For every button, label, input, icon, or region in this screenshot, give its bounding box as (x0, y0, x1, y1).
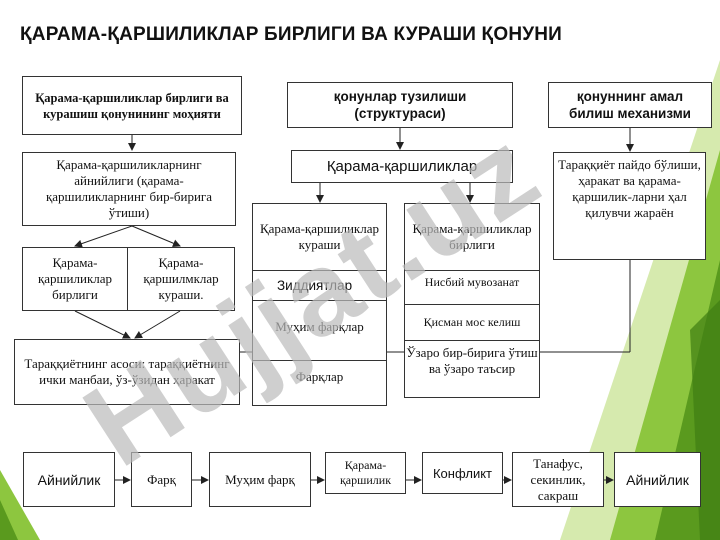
struggle-item: Зиддиятлар (253, 270, 386, 300)
unity-table-head-text: Қарама-қаршиликлар бирлиги (412, 221, 532, 252)
struggle-table: Қарама-қаршиликлар кураши Зиддиятлар Муҳ… (252, 203, 387, 406)
development-basis-box: Тараққиётнинг асоси: тараққиётнинг ички … (14, 339, 240, 405)
bottom-difference-box: Фарқ (131, 452, 192, 507)
bottom-item-text: Қарама-қаршилик (339, 458, 392, 487)
page-title: ҚАРАМА-ҚАРШИЛИКЛАР БИРЛИГИ ВА КУРАШИ ҚОН… (20, 24, 563, 45)
struggle-left-text: Қарама-қаршилмклар кураши. (143, 255, 219, 302)
struggle-table-head: Қарама-қаршиликлар кураши (253, 204, 386, 270)
unity-item-text: Нисбий мувозанат (424, 275, 520, 289)
struggle-item: Муҳим фарқлар (253, 300, 386, 360)
bottom-item-text: Конфликт (432, 465, 493, 481)
mechanism-body-text: Тараққиёт пайдо бўлиши, ҳаракат ва қарам… (558, 157, 701, 220)
development-basis-text: Тараққиётнинг асоси: тараққиётнинг ички … (24, 356, 230, 387)
bottom-item-text: Танафус, секинлик, сакраш (530, 455, 586, 503)
struggle-item: Фарқлар (253, 360, 386, 405)
unity-table-head: Қарама-қаршиликлар бирлиги (405, 204, 539, 270)
unity-item: Қисман мос келиш (405, 304, 539, 340)
unity-left-text: Қарама-қаршиликлар бирлиги (37, 255, 113, 302)
unity-item: Нисбий мувозанат (405, 270, 539, 304)
struggle-item-text: Фарқлар (295, 369, 344, 384)
mechanism-body-box: Тараққиёт пайдо бўлиши, ҳаракат ва қарам… (553, 152, 706, 260)
structure-header-box: қонунлар тузилиши (структураси) (287, 82, 513, 128)
unity-table: Қарама-қаршиликлар бирлиги Нисбий мувоза… (404, 203, 540, 398)
bottom-identity-final-box: Айнийлик (614, 452, 701, 507)
mechanism-header-text: қонуннинг амал билиш механизми (569, 89, 691, 121)
bottom-item-text: Муҳим фарқ (225, 471, 295, 487)
unity-item-text: Ўзаро бир-бирига ўтиш ва ўзаро таъсир (406, 345, 538, 376)
bottom-identity-box: Айнийлик (23, 452, 115, 507)
mechanism-header-box: қонуннинг амал билиш механизми (548, 82, 712, 128)
struggle-table-head-text: Қарама-қаршиликлар кураши (259, 221, 380, 252)
essence-header-text: Қарама-қаршиликлар бирлиги ва курашиш қо… (35, 90, 229, 121)
unity-item-text: Қисман мос келиш (423, 315, 521, 329)
bottom-opposite-box: Қарама-қаршилик (325, 452, 406, 494)
struggle-item-text: Муҳим фарқлар (275, 319, 364, 334)
bottom-item-text: Айнийлик (37, 471, 101, 488)
bottom-item-text: Айнийлик (626, 471, 689, 488)
struggle-left-box: Қарама-қаршилмклар кураши. (127, 247, 235, 311)
unity-item: Ўзаро бир-бирига ўтиш ва ўзаро таъсир (405, 340, 539, 397)
bottom-item-text: Фарқ (147, 471, 176, 487)
identity-text: Қарама-қаршиликларнинг айнийлиги (қарама… (45, 157, 213, 220)
essence-header-box: Қарама-қаршиликлар бирлиги ва курашиш қо… (22, 76, 242, 135)
opposites-text: Қарама-қаршиликлар (326, 158, 478, 175)
opposites-box: Қарама-қаршиликлар (291, 150, 513, 183)
bottom-essential-difference-box: Муҳим фарқ (209, 452, 311, 507)
struggle-item-text: Зиддиятлар (277, 278, 353, 293)
structure-header-text: қонунлар тузилиши (структураси) (333, 89, 467, 121)
bottom-conflict-box: Конфликт (422, 452, 503, 494)
identity-box: Қарама-қаршиликларнинг айнийлиги (қарама… (22, 152, 236, 226)
bottom-leap-box: Танафус, секинлик, сакраш (512, 452, 604, 507)
unity-left-box: Қарама-қаршиликлар бирлиги (22, 247, 128, 311)
